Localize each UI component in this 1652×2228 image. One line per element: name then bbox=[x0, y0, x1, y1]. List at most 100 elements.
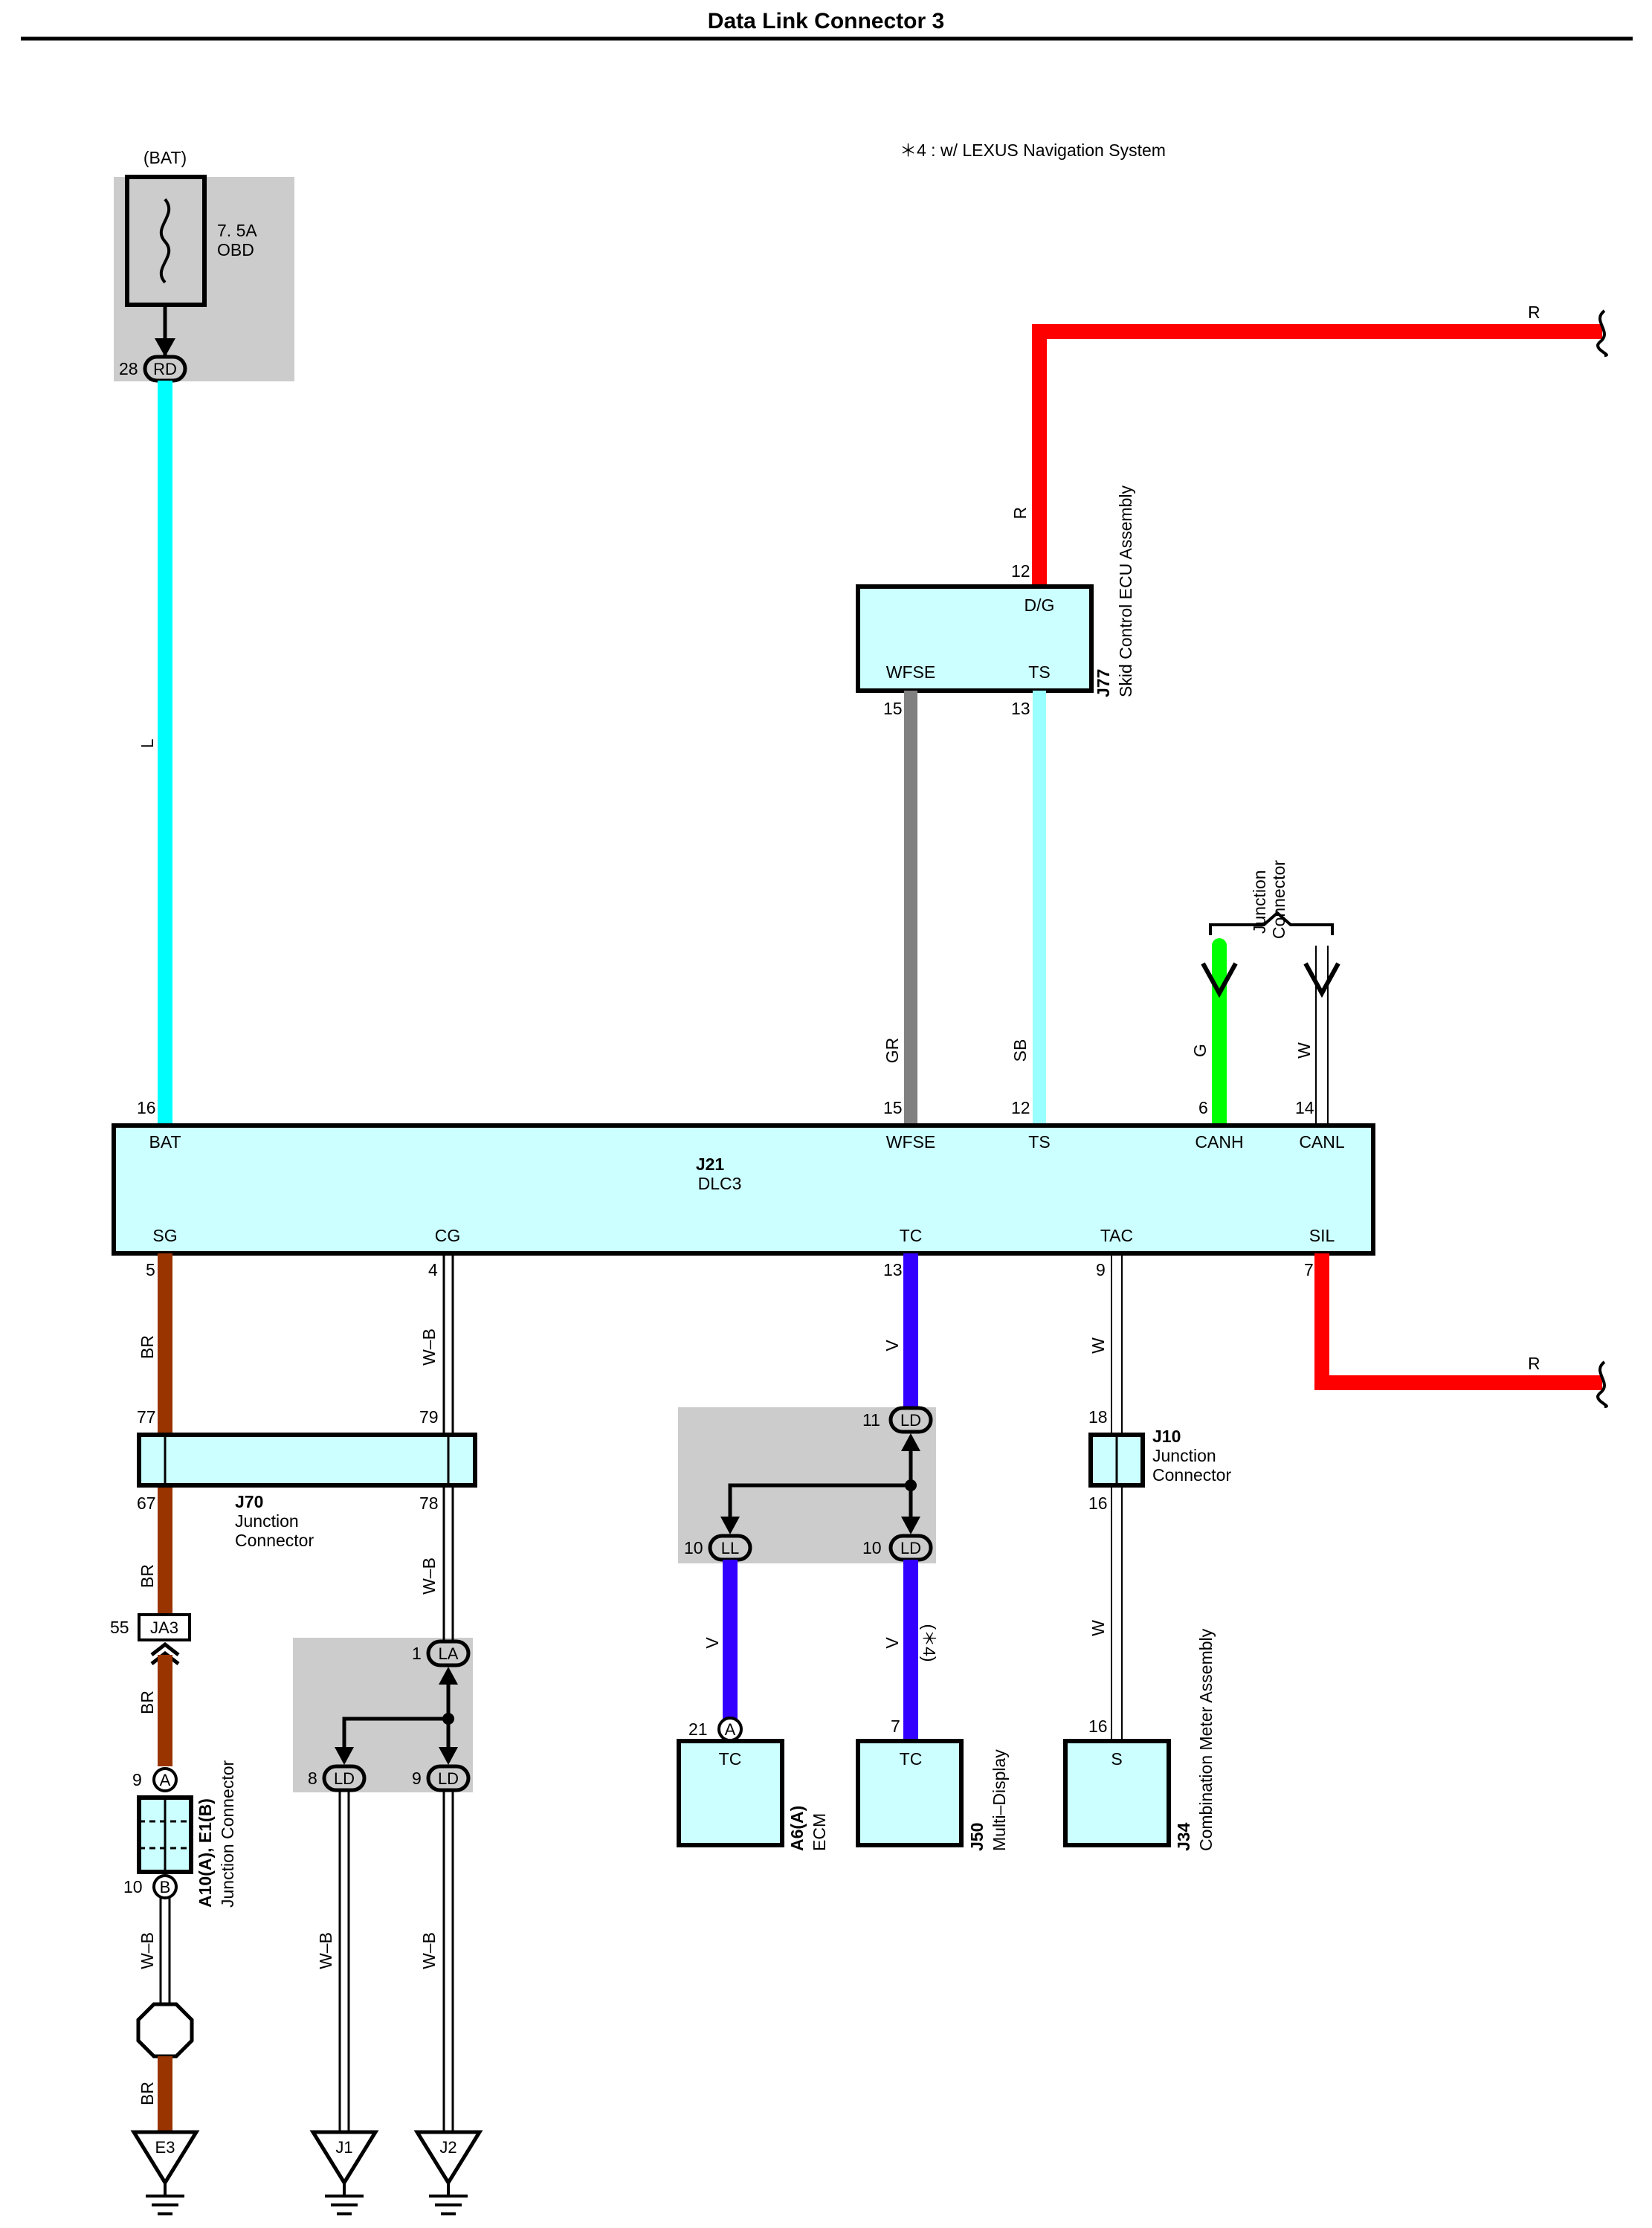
dlc-pin-canh-number: 6 bbox=[1198, 1098, 1208, 1117]
tc-arrow-up bbox=[901, 1433, 920, 1451]
j70-id: J70 bbox=[235, 1492, 263, 1511]
ecm-connector-label: A bbox=[725, 1720, 736, 1739]
dlc-pin-wfse-label: WFSE bbox=[886, 1132, 935, 1152]
tc-ld-top-label: LD bbox=[900, 1411, 921, 1430]
skid-ecu-pin-wfse-label: WFSE bbox=[886, 662, 935, 682]
dlc-pin-tc-number: 13 bbox=[883, 1260, 903, 1279]
top-right-wire-break bbox=[1596, 309, 1608, 357]
j70-pin-78: 78 bbox=[419, 1494, 439, 1513]
a10-pin-b-circle bbox=[152, 1874, 178, 1899]
wfse-wire-color: GR bbox=[883, 1038, 902, 1064]
can-junction-brace bbox=[1209, 911, 1334, 935]
a10-pin-b-label: B bbox=[160, 1878, 171, 1896]
la-connector-label: LA bbox=[439, 1644, 459, 1663]
dlc-pin-sil-label: SIL bbox=[1309, 1226, 1335, 1245]
fuse-connector-label: RD bbox=[153, 360, 177, 378]
dlc-pin-canl-number: 14 bbox=[1295, 1098, 1314, 1117]
dlc-pin-wfse-number: 15 bbox=[883, 1098, 903, 1117]
top-right-wire-color: R bbox=[1528, 303, 1540, 322]
dg-wire-color: R bbox=[1010, 507, 1030, 520]
tc-splice-dot bbox=[905, 1479, 917, 1491]
ecm-id: A6(A) bbox=[787, 1806, 807, 1851]
can-junction-label: Junction Connector bbox=[1250, 860, 1288, 939]
fuse-arrow bbox=[155, 338, 175, 357]
dlc-pin-bat-number: 16 bbox=[137, 1098, 156, 1117]
dlc-pin-cg-label: CG bbox=[435, 1226, 461, 1245]
tc-splice-branch bbox=[728, 1483, 911, 1531]
tac-wire-color-lower: W bbox=[1088, 1620, 1108, 1636]
ts-wire-color: SB bbox=[1010, 1039, 1030, 1062]
tc-ld-arrow bbox=[901, 1517, 920, 1534]
ecm-box bbox=[677, 1739, 784, 1847]
dlc-pin-tac-number: 9 bbox=[1096, 1260, 1106, 1279]
ja3-label: JA3 bbox=[150, 1618, 178, 1637]
fuse-pin: 28 bbox=[119, 359, 138, 378]
ja3-chevron-upper bbox=[150, 1641, 180, 1656]
can-junction-label-line1: Junction bbox=[1250, 870, 1269, 934]
fuse-rating: 7. 5A bbox=[217, 221, 257, 240]
canh-wire-color: G bbox=[1190, 1044, 1210, 1057]
a10-pin-a-label: A bbox=[160, 1771, 171, 1789]
dlc3-box bbox=[112, 1123, 1375, 1256]
j70-pin-79: 79 bbox=[419, 1407, 439, 1427]
skid-ecu-pin-dg-number: 12 bbox=[1011, 561, 1030, 581]
la-arrow-up bbox=[439, 1667, 458, 1685]
la-pin: 1 bbox=[412, 1644, 422, 1663]
fuse-symbol bbox=[159, 198, 171, 284]
tc-ll-pin: 10 bbox=[684, 1538, 703, 1557]
la-connector bbox=[426, 1639, 471, 1667]
fuse-source: (BAT) bbox=[143, 148, 187, 167]
tc-ll-arrow bbox=[720, 1517, 740, 1534]
md-box bbox=[856, 1739, 964, 1847]
md-pin: 7 bbox=[891, 1717, 900, 1736]
sil-wire-color: R bbox=[1528, 1354, 1540, 1373]
j10-pin-top: 18 bbox=[1088, 1407, 1108, 1427]
e3-br-wire-color: BR bbox=[138, 2082, 157, 2105]
ecm-tc-wire-color: V bbox=[703, 1637, 722, 1649]
canh-connector-chevron bbox=[1201, 962, 1238, 998]
cg-wire-color: W–B bbox=[419, 1328, 439, 1366]
combo-meter-pin: 16 bbox=[1088, 1717, 1108, 1736]
e3-wb-wire-color: W–B bbox=[138, 1932, 157, 1969]
ground-e3-label: E3 bbox=[155, 2138, 175, 2157]
dlc-pin-sg-label: SG bbox=[152, 1226, 177, 1245]
skid-ecu-pin-dg-label: D/G bbox=[1025, 595, 1055, 615]
md-tc-wire-note: (＊4) bbox=[920, 1624, 939, 1662]
ground-j1-triangle bbox=[309, 2130, 379, 2186]
dlc-pin-cg-number: 4 bbox=[428, 1260, 438, 1279]
ld9-pin: 9 bbox=[412, 1769, 422, 1788]
a10-pin-a-circle bbox=[152, 1767, 178, 1792]
j2-wire-color: W–B bbox=[419, 1932, 439, 1969]
dg-wire bbox=[1032, 324, 1602, 587]
ja3-chevron-lower bbox=[150, 1650, 180, 1665]
bat-wire-color: L bbox=[138, 738, 157, 748]
tc-ld-label: LD bbox=[900, 1539, 921, 1557]
cg-wire-color-lower: W–B bbox=[419, 1557, 439, 1595]
j10-pin-bottom: 16 bbox=[1088, 1494, 1108, 1513]
a10-id: A10(A), E1(B) bbox=[196, 1798, 215, 1908]
dlc-pin-tac-label: TAC bbox=[1100, 1226, 1133, 1245]
j70-box bbox=[137, 1433, 477, 1488]
navigation-note: ＊4 : w/ LEXUS Navigation System bbox=[900, 141, 1166, 160]
j1-wire-color: W–B bbox=[316, 1932, 335, 1969]
dlc-pin-ts-number: 12 bbox=[1011, 1098, 1030, 1117]
a10-pin-a-number: 9 bbox=[132, 1770, 142, 1789]
ld8-pin: 8 bbox=[308, 1769, 317, 1788]
sil-wire bbox=[1314, 1253, 1602, 1390]
combo-meter-box bbox=[1063, 1739, 1171, 1847]
ecm-name: ECM bbox=[810, 1813, 829, 1851]
ld8-arrow bbox=[335, 1747, 354, 1765]
combo-meter-id: J34 bbox=[1174, 1822, 1193, 1851]
tc-ll-label: LL bbox=[721, 1539, 739, 1557]
tc-wire-color: V bbox=[883, 1340, 902, 1352]
sg-wire-color-mid: BR bbox=[138, 1691, 157, 1714]
ja3-pin: 55 bbox=[110, 1618, 129, 1637]
fuse-name: OBD bbox=[217, 240, 254, 259]
dlc-pin-tc-label: TC bbox=[900, 1226, 923, 1245]
skid-ecu-pin-wfse-number: 15 bbox=[883, 699, 903, 718]
j70-pin-67: 67 bbox=[137, 1494, 156, 1513]
a10-name: Junction Connector bbox=[218, 1760, 237, 1908]
dlc3-id: J21 bbox=[696, 1155, 725, 1174]
ecm-pin: 21 bbox=[688, 1720, 708, 1739]
